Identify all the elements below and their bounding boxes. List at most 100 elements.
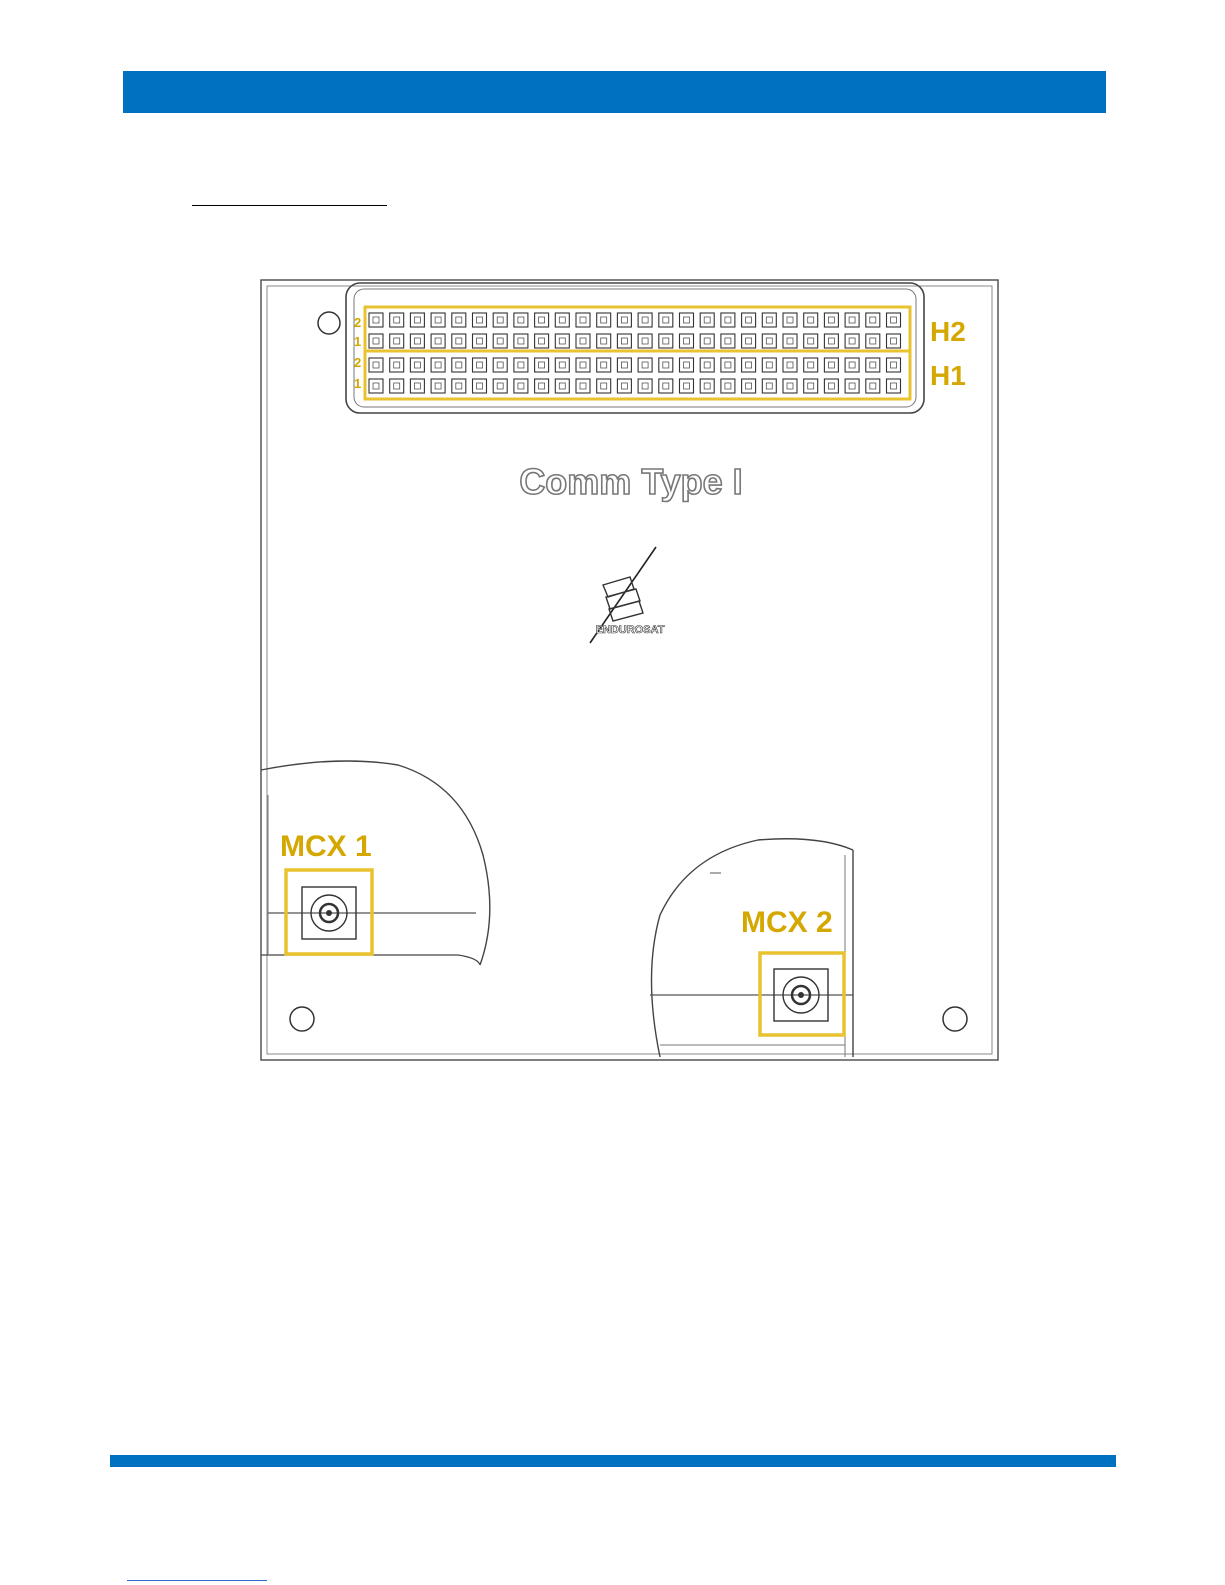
header-bar [123, 71, 1106, 113]
pin-inner [684, 338, 690, 344]
pin [473, 313, 487, 327]
pin [762, 334, 776, 348]
mcx1-keepout-arc [261, 761, 490, 965]
pin [535, 334, 549, 348]
pin-inner [394, 362, 400, 368]
board-title: Comm Type I [519, 461, 742, 502]
pin-inner [891, 383, 897, 389]
pin-inner [497, 317, 503, 323]
pin-inner [684, 383, 690, 389]
pin-inner [601, 362, 607, 368]
pin [824, 379, 838, 393]
pin-inner [456, 317, 462, 323]
pin [369, 379, 383, 393]
board-figure: 2 1 2 1 H2 H1 Comm Type I ENDUROSAT [258, 275, 1004, 1067]
pin-inner [642, 362, 648, 368]
board-inner-outline [267, 286, 992, 1054]
pin [680, 313, 694, 327]
pin-inner [621, 383, 627, 389]
pin-inner [746, 362, 752, 368]
endurosat-logo: ENDUROSAT [590, 547, 665, 643]
pin [721, 334, 735, 348]
pin-inner [870, 317, 876, 323]
pin-inner [539, 362, 545, 368]
pin [700, 358, 714, 372]
h1-row-label-1: 1 [354, 376, 361, 391]
pin [597, 334, 611, 348]
pin [514, 379, 528, 393]
pin-inner [642, 338, 648, 344]
pin-inner [559, 317, 565, 323]
pin [866, 334, 880, 348]
h2-row-label-2: 2 [354, 315, 361, 330]
pin-inner [828, 383, 834, 389]
pin [617, 358, 631, 372]
section-title-underline[interactable] [192, 205, 387, 206]
pin-inner [725, 383, 731, 389]
pin [742, 313, 756, 327]
pin [431, 358, 445, 372]
pin-inner [373, 383, 379, 389]
pin-inner [435, 383, 441, 389]
pin-inner [414, 362, 420, 368]
header-h1-label: H1 [930, 360, 966, 391]
pin-inner [559, 338, 565, 344]
pin [762, 313, 776, 327]
pin [866, 379, 880, 393]
pin [845, 313, 859, 327]
pin [369, 334, 383, 348]
pin-inner [663, 383, 669, 389]
pin-inner [394, 317, 400, 323]
pin-inner [870, 383, 876, 389]
pin-inner [766, 362, 772, 368]
pin-inner [725, 338, 731, 344]
pin-inner [477, 338, 483, 344]
pin [576, 358, 590, 372]
pin [659, 313, 673, 327]
pin-inner [435, 338, 441, 344]
pin [369, 313, 383, 327]
pin [887, 313, 901, 327]
pin [638, 313, 652, 327]
pin [617, 313, 631, 327]
footer-link-underline[interactable] [127, 1580, 267, 1581]
pin-inner [497, 362, 503, 368]
pin-inner [828, 362, 834, 368]
pin-inner [539, 383, 545, 389]
pin-inner [539, 317, 545, 323]
pin [473, 334, 487, 348]
pin-inner [787, 317, 793, 323]
pin [410, 313, 424, 327]
pin-inner [891, 338, 897, 344]
pin-inner [663, 317, 669, 323]
pin [493, 334, 507, 348]
pin [638, 379, 652, 393]
pin [680, 379, 694, 393]
pin-inner [580, 383, 586, 389]
pin [887, 334, 901, 348]
pin-inner [766, 383, 772, 389]
pin [452, 313, 466, 327]
pin-inner [704, 362, 710, 368]
pin [597, 358, 611, 372]
pin-inner [539, 338, 545, 344]
pin [700, 334, 714, 348]
mcx1-label: MCX 1 [280, 830, 372, 863]
pin [680, 358, 694, 372]
pin-inner [394, 338, 400, 344]
pin [369, 358, 383, 372]
pin [783, 334, 797, 348]
h2-row-label-1: 1 [354, 334, 361, 349]
pin [452, 358, 466, 372]
pin [824, 334, 838, 348]
board-drawing: 2 1 2 1 H2 H1 Comm Type I ENDUROSAT [258, 275, 1004, 1067]
pin-inner [849, 317, 855, 323]
pin-inner [891, 317, 897, 323]
pin-inner [601, 317, 607, 323]
header-h2-label: H2 [930, 316, 966, 347]
pin-inner [642, 383, 648, 389]
mounting-hole-top-left [318, 312, 340, 334]
pin-inner [497, 338, 503, 344]
footer-bar [110, 1455, 1116, 1467]
pin-inner [621, 362, 627, 368]
